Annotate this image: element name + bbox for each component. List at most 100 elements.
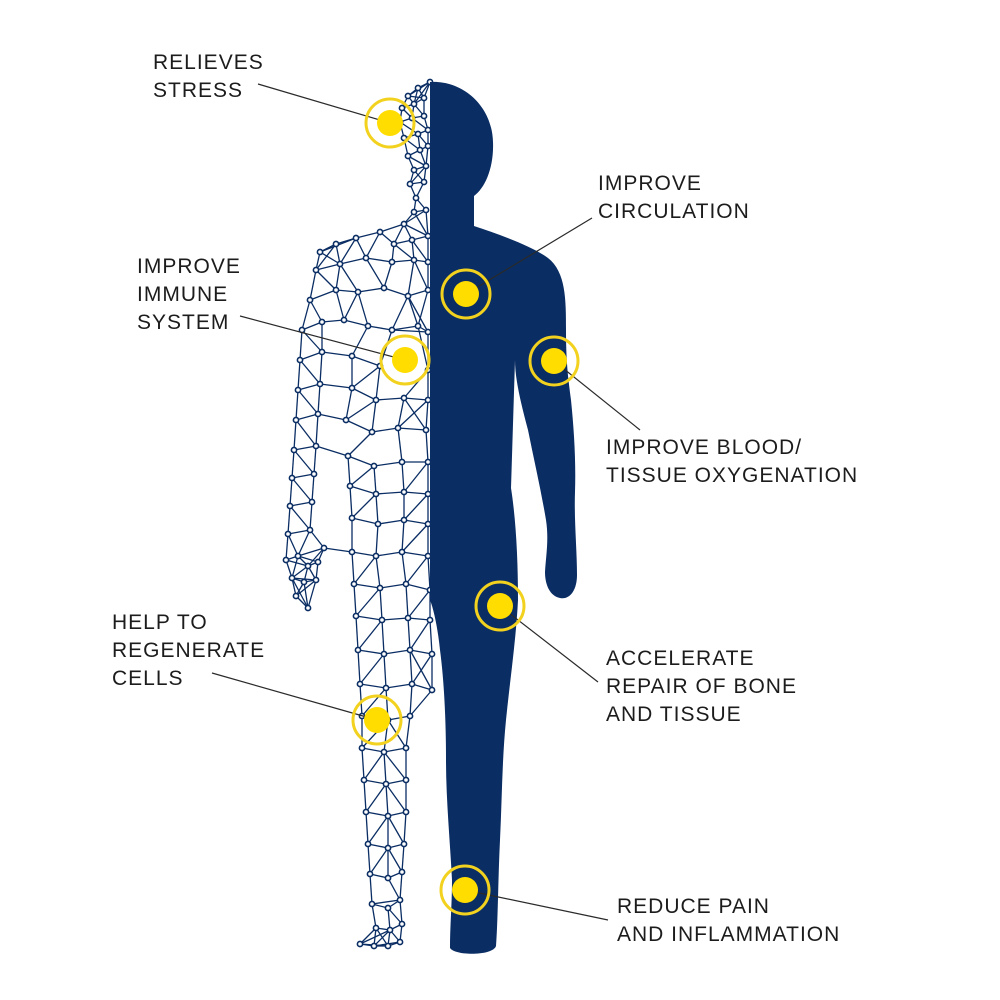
mesh-node: [364, 840, 372, 848]
mesh-edge: [373, 461, 403, 467]
mesh-edge: [383, 287, 409, 297]
mesh-edge: [383, 747, 407, 753]
mesh-edge: [365, 783, 387, 813]
mesh-node: [390, 240, 398, 248]
mesh-node: [404, 152, 412, 160]
leader-relieves-stress: [257, 83, 391, 124]
mesh-edge: [289, 501, 313, 507]
label-line: TISSUE OXYGENATION: [606, 464, 859, 487]
mesh-edge: [345, 399, 377, 421]
mesh-node: [402, 808, 410, 816]
mesh-edge: [399, 899, 403, 925]
mesh-node: [396, 896, 404, 904]
mesh-edge: [285, 533, 289, 561]
mesh-edge: [375, 927, 389, 947]
mesh-node: [380, 748, 388, 756]
mesh-edge: [391, 259, 415, 263]
mesh-edge: [401, 551, 407, 585]
mesh-edge: [409, 649, 433, 691]
mesh-edge: [297, 529, 311, 557]
mesh-edge: [347, 455, 351, 487]
label-improve-immune-system: IMPROVE IMMUNE SYSTEM: [137, 253, 241, 337]
label-line: ACCELERATE: [606, 647, 755, 670]
mesh-edge: [309, 269, 317, 301]
mesh-node: [424, 232, 432, 240]
mesh-node: [404, 614, 412, 622]
label-improve-circulation: IMPROVE CIRCULATION: [598, 170, 750, 226]
mesh-node: [424, 490, 432, 498]
mesh-edge: [365, 811, 369, 845]
mesh-edge: [387, 815, 405, 845]
mesh-node: [304, 604, 312, 612]
mesh-node: [426, 616, 434, 624]
label-blood-tissue-oxygenation: IMPROVE BLOOD/ TISSUE OXYGENATION: [606, 434, 858, 490]
mesh-edge: [409, 683, 413, 717]
mesh-edge: [309, 529, 325, 549]
label-line: CELLS: [112, 667, 184, 690]
mesh-edge: [405, 555, 429, 585]
mesh-edge: [335, 289, 345, 321]
mesh-edge: [355, 615, 359, 651]
mesh-edge: [385, 783, 407, 813]
mesh-edge: [361, 747, 385, 753]
label-line: RELIEVES: [153, 51, 264, 74]
mesh-edge: [371, 427, 399, 433]
mesh-node: [304, 562, 312, 570]
mesh-edge: [343, 319, 369, 327]
mesh-edge: [359, 683, 387, 689]
mesh-node: [400, 488, 408, 496]
mesh-node: [296, 356, 304, 364]
label-reduce-pain: REDUCE PAIN AND INFLAMMATION: [617, 893, 840, 949]
mesh-edge: [339, 257, 367, 265]
mesh-node: [340, 316, 348, 324]
mesh-edge: [407, 617, 411, 651]
mesh-edge: [339, 263, 359, 293]
mesh-edge: [397, 397, 405, 429]
mesh-edge: [363, 751, 385, 781]
mesh-node: [414, 130, 422, 138]
marker-ankle: [439, 864, 491, 916]
mesh-node: [288, 574, 296, 582]
leader-repair-bone: [499, 605, 599, 683]
mesh-node: [316, 380, 324, 388]
mesh-node: [318, 318, 326, 326]
mesh-node: [372, 924, 380, 932]
mesh-node: [398, 920, 406, 928]
mesh-edge: [361, 747, 365, 781]
mesh-edge: [399, 871, 403, 901]
mesh-node: [424, 126, 432, 134]
mesh-edge: [293, 445, 317, 451]
mesh-node: [354, 288, 362, 296]
mesh-edge: [403, 397, 429, 401]
mesh-edge: [321, 351, 353, 357]
mesh-edge: [391, 325, 419, 331]
mesh-node: [378, 616, 386, 624]
mesh-edge: [351, 551, 355, 585]
mesh-node: [348, 384, 356, 392]
mesh-node: [402, 580, 410, 588]
mesh-edge: [383, 649, 411, 655]
benefit-markers: [351, 97, 580, 916]
mesh-edge: [417, 289, 429, 327]
label-line: HELP TO: [112, 611, 208, 634]
mesh-node: [402, 744, 410, 752]
mesh-edge: [397, 427, 427, 431]
mesh-edge: [309, 501, 313, 531]
mesh-node: [424, 458, 432, 466]
mesh-edge: [411, 683, 433, 691]
mesh-node: [428, 650, 436, 658]
mesh-node: [372, 396, 380, 404]
mesh-edge: [393, 243, 415, 261]
mesh-edge: [383, 653, 387, 689]
mesh-edge: [315, 269, 337, 291]
mesh-node: [406, 180, 414, 188]
mesh-node: [314, 558, 322, 566]
mesh-edge: [313, 445, 317, 475]
mesh-edge: [359, 927, 377, 945]
network-mesh-lines: [285, 81, 433, 947]
mesh-edge: [291, 555, 299, 579]
mesh-node: [382, 780, 390, 788]
mesh-edge: [345, 387, 353, 421]
mesh-node: [368, 900, 376, 908]
